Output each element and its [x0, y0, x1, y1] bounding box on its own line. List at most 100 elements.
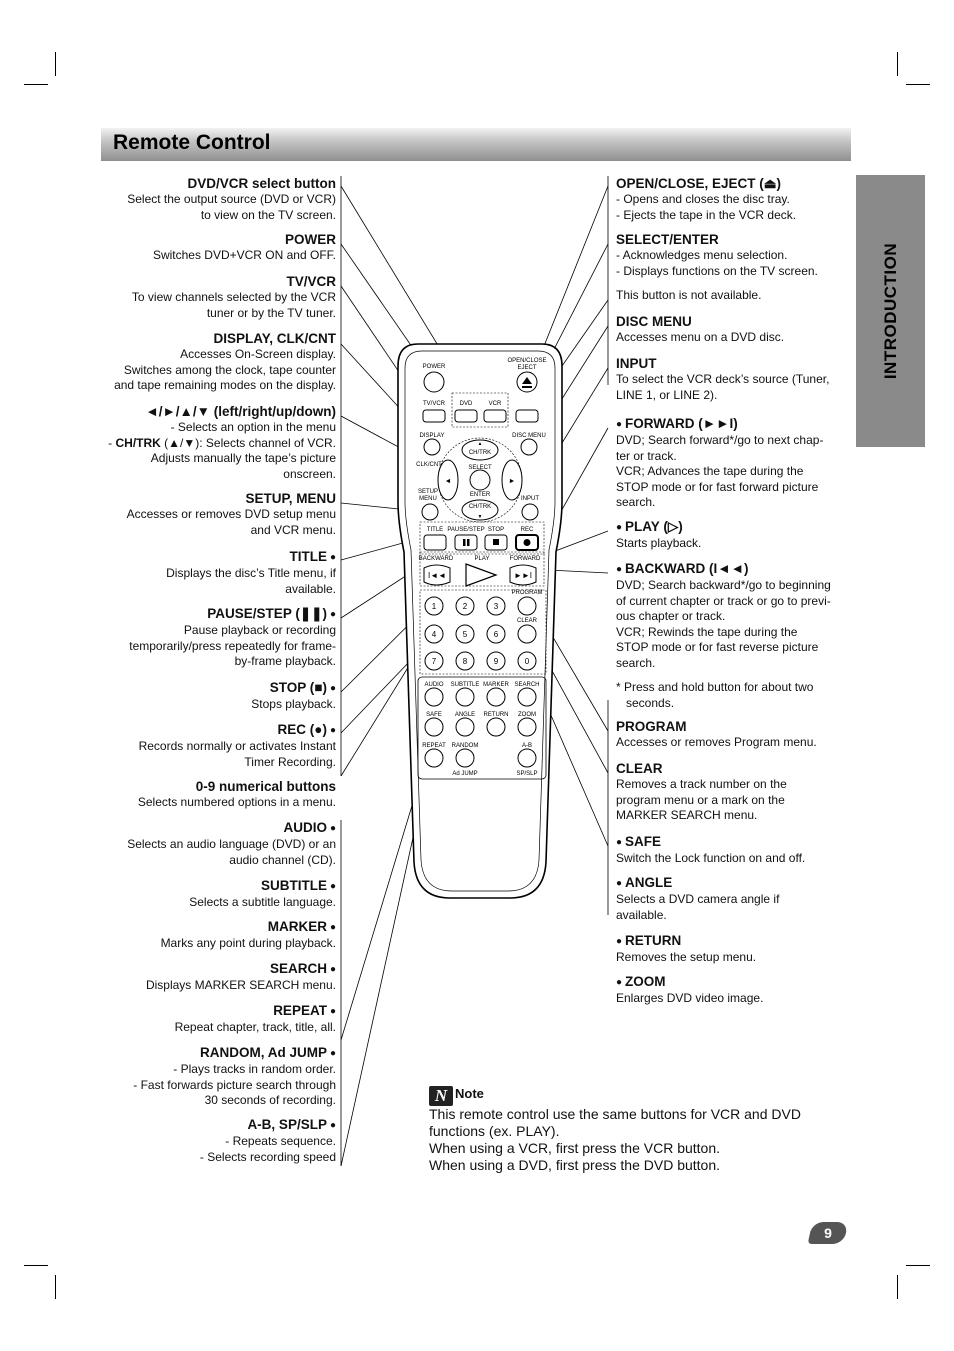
- marker-button[interactable]: [486, 687, 506, 707]
- digit-2-label: 2: [463, 602, 468, 611]
- digit-8-label: 8: [463, 657, 468, 666]
- note-title: Note: [455, 1086, 484, 1101]
- digit-1-label: 1: [432, 602, 437, 611]
- digit-2-button[interactable]: [455, 596, 475, 616]
- desc-safe: ●SAFE Switch the Lock function on and of…: [616, 834, 806, 865]
- select-enter-button[interactable]: [469, 469, 491, 491]
- desc-power: POWER Switches DVD+VCR ON and OFF.: [152, 232, 336, 262]
- desc-stop: STOP (■)● Stops playback.: [251, 680, 336, 711]
- dvd-button[interactable]: [454, 409, 478, 423]
- power-button[interactable]: [423, 371, 445, 393]
- safe-button[interactable]: [424, 717, 444, 737]
- desc-play: ●PLAY (▷) Starts playback.: [616, 519, 702, 550]
- crop-mark: [55, 1275, 56, 1299]
- note-icon: N: [429, 1086, 453, 1106]
- label-clk-cnt: CLK/CNT: [416, 462, 442, 468]
- remote-control-illustration: POWER OPEN/CLOSE EJECT TV/VCR DVD VCR DI…: [397, 343, 563, 899]
- play-button[interactable]: [465, 563, 498, 587]
- setup-menu-button[interactable]: [421, 503, 439, 521]
- search-button[interactable]: [517, 687, 537, 707]
- desc-tv-vcr: TV/VCR To view channels selected by the …: [131, 274, 336, 320]
- crop-mark: [897, 1275, 898, 1299]
- label-ch-trk-up: CH/TRK: [469, 450, 491, 456]
- label-search: SEARCH: [514, 682, 539, 688]
- pause-icon: [463, 539, 466, 546]
- note-line: This remote control use the same buttons…: [429, 1106, 801, 1122]
- digit-8-button[interactable]: [455, 651, 475, 671]
- desc-display: DISPLAY, CLK/CNT Accesses On-Screen disp…: [114, 331, 336, 392]
- digit-4-button[interactable]: [424, 624, 444, 644]
- digit-3-label: 3: [494, 602, 499, 611]
- left-arrow-icon: ◄: [445, 478, 452, 485]
- desc-ab: A-B, SP/SLP● - Repeats sequence. - Selec…: [199, 1117, 336, 1164]
- desc-angle: ●ANGLE Selects a DVD camera angle if ava…: [616, 875, 780, 922]
- label-dvd: DVD: [460, 401, 473, 407]
- label-rec: REC: [521, 527, 534, 533]
- ab-button[interactable]: [517, 748, 537, 768]
- subtitle-button[interactable]: [455, 687, 475, 707]
- digit-5-button[interactable]: [455, 624, 475, 644]
- random-button[interactable]: [455, 748, 475, 768]
- up-arrow-icon: ▲: [478, 441, 483, 447]
- digit-3-button[interactable]: [486, 596, 506, 616]
- desc-return: ●RETURN Removes the setup menu.: [616, 933, 757, 964]
- digit-0-button[interactable]: [517, 651, 537, 671]
- program-button[interactable]: [517, 596, 537, 616]
- repeat-button[interactable]: [424, 748, 444, 768]
- backward-button[interactable]: [423, 564, 451, 586]
- digit-1-button[interactable]: [424, 596, 444, 616]
- return-button[interactable]: [486, 717, 506, 737]
- desc-rec: REC (●)● Records normally or activates I…: [138, 722, 336, 769]
- ch-trk-up-button[interactable]: [461, 439, 499, 461]
- backward-icon: I◄◄: [428, 571, 446, 580]
- label-audio: AUDIO: [424, 682, 443, 688]
- crop-mark: [24, 1265, 48, 1266]
- ch-trk-down-button[interactable]: [461, 499, 499, 521]
- display-button[interactable]: [423, 438, 441, 456]
- down-arrow-icon: ▼: [478, 514, 483, 520]
- desc-numeric: 0-9 numerical buttons Selects numbered o…: [137, 779, 336, 809]
- title-button[interactable]: [423, 534, 447, 551]
- digit-6-label: 6: [494, 630, 499, 639]
- label-input: INPUT: [521, 496, 539, 502]
- digit-6-button[interactable]: [486, 624, 506, 644]
- label-tv-vcr: TV/VCR: [423, 401, 446, 407]
- digit-9-label: 9: [494, 657, 499, 666]
- label-program: PROGRAM: [511, 590, 542, 596]
- note-line: functions (ex. PLAY).: [429, 1123, 560, 1139]
- pause-step-button[interactable]: [454, 534, 478, 551]
- desc-arrows: ◄/►/▲/▼ (left/right/up/down) - Selects a…: [108, 404, 336, 481]
- page-title: Remote Control: [113, 131, 271, 154]
- desc-disc-menu: DISC MENU Accesses menu on a DVD disc.: [616, 314, 785, 344]
- desc-zoom: ●ZOOM Enlarges DVD video image.: [616, 974, 764, 1005]
- desc-setup-menu: SETUP, MENU Accesses or removes DVD setu…: [126, 491, 336, 537]
- input-button[interactable]: [521, 503, 539, 521]
- disc-menu-button[interactable]: [520, 438, 538, 456]
- digit-9-button[interactable]: [486, 651, 506, 671]
- section-header: Remote Control: [101, 128, 851, 161]
- label-power: POWER: [423, 364, 446, 370]
- label-safe: SAFE: [426, 712, 442, 718]
- tv-vcr-button[interactable]: [422, 409, 446, 423]
- digit-7-button[interactable]: [424, 651, 444, 671]
- desc-forward: ●FORWARD (►►I) DVD; Search forward*/go t…: [616, 416, 824, 509]
- desc-title: TITLE● Displays the disc’s Title menu, i…: [166, 549, 336, 596]
- desc-audio: AUDIO● Selects an audio language (DVD) o…: [127, 820, 336, 867]
- forward-button[interactable]: [509, 564, 537, 586]
- label-angle: ANGLE: [455, 712, 475, 718]
- zoom-button[interactable]: [517, 717, 537, 737]
- desc-repeat: REPEAT● Repeat chapter, track, title, al…: [174, 1003, 336, 1034]
- vcr-button[interactable]: [483, 409, 507, 423]
- input-top-button[interactable]: [515, 409, 539, 423]
- left-button[interactable]: [437, 459, 459, 501]
- right-button[interactable]: [501, 459, 523, 501]
- label-backward: BACKWARD: [419, 556, 454, 562]
- audio-button[interactable]: [424, 687, 444, 707]
- digit-4-label: 4: [432, 630, 437, 639]
- digit-7-label: 7: [432, 657, 437, 666]
- clear-button[interactable]: [517, 624, 537, 644]
- desc-select-enter: SELECT/ENTER - Acknowledges menu selecti…: [616, 232, 818, 278]
- forward-icon: ►►I: [514, 571, 532, 580]
- desc-subtitle: SUBTITLE● Selects a subtitle language.: [189, 878, 336, 909]
- angle-button[interactable]: [455, 717, 475, 737]
